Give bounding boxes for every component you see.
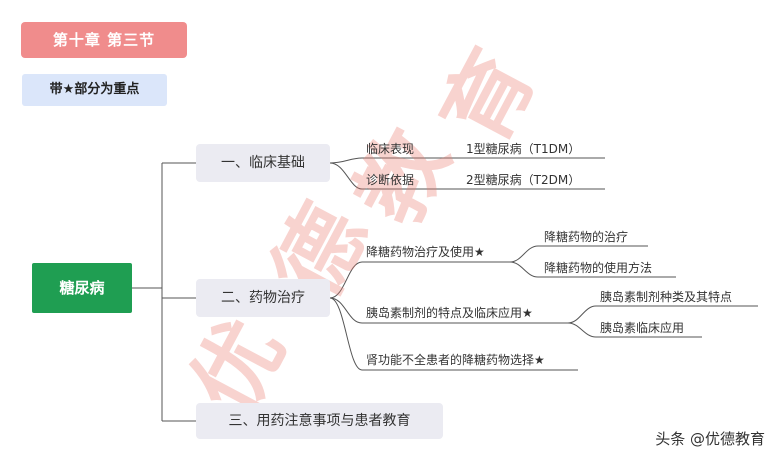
- leaf-insulin-clinical-use[interactable]: 胰岛素临床应用: [600, 321, 685, 335]
- chapter-label: 第十章 第三节: [21, 22, 187, 58]
- leaf-clinical-manifestation[interactable]: 临床表现: [366, 142, 415, 156]
- leaf-hypoglycemic-usage[interactable]: 降糖药物的使用方法: [544, 261, 653, 275]
- branch-drug-therapy[interactable]: 二、药物治疗: [196, 279, 330, 317]
- source-credit: 头条 @优德教育: [655, 430, 765, 448]
- root-topic[interactable]: 糖尿病: [32, 263, 132, 313]
- branch-clinical-basis[interactable]: 一、临床基础: [196, 144, 330, 182]
- leaf-t2dm[interactable]: 2型糖尿病（T2DM）: [466, 173, 581, 187]
- leaf-insulin-features[interactable]: 胰岛素制剂的特点及临床应用★: [366, 306, 533, 320]
- leaf-hypoglycemic-therapy[interactable]: 降糖药物治疗及使用★: [366, 245, 485, 259]
- leaf-renal-insufficiency[interactable]: 肾功能不全患者的降糖药物选择★: [366, 353, 545, 367]
- leaf-hypoglycemic-treatment[interactable]: 降糖药物的治疗: [544, 230, 629, 244]
- key-point-note: 带★部分为重点: [22, 74, 167, 106]
- leaf-diagnosis-basis[interactable]: 诊断依据: [366, 173, 415, 187]
- leaf-t1dm[interactable]: 1型糖尿病（T1DM）: [466, 142, 581, 156]
- branch-patient-education[interactable]: 三、用药注意事项与患者教育: [196, 403, 443, 439]
- leaf-insulin-types[interactable]: 胰岛素制剂种类及其特点: [600, 290, 733, 304]
